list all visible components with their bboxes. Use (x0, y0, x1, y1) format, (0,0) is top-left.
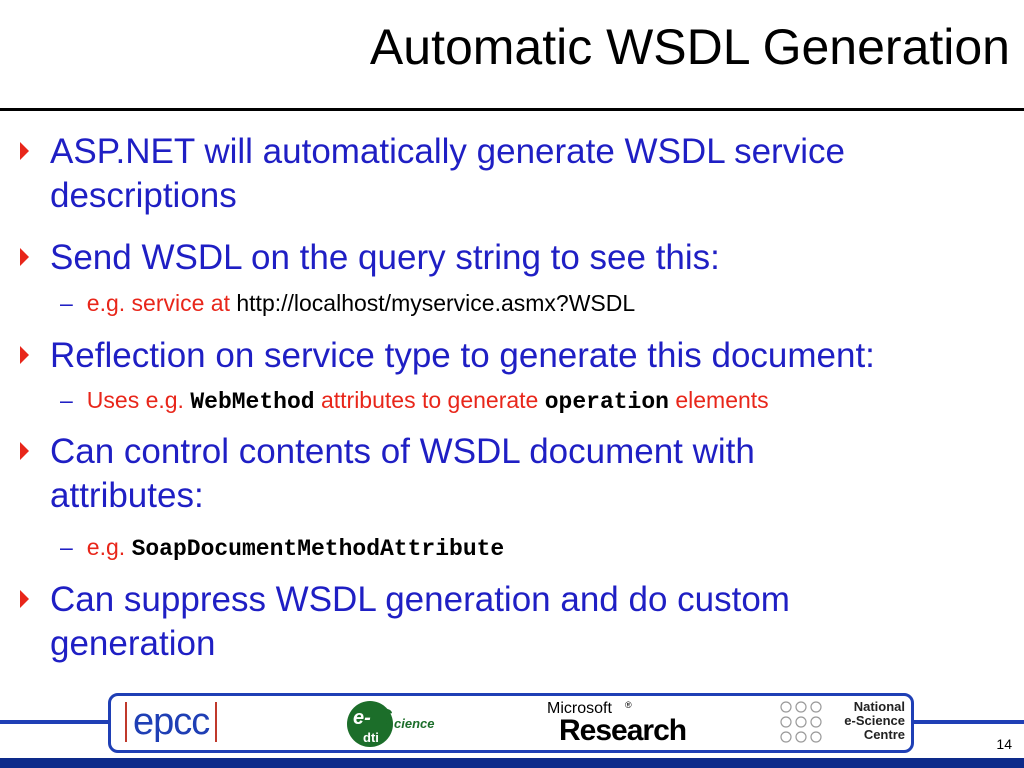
nesc-text: National e-Science Centre (827, 700, 905, 742)
bullet-arrow-icon (20, 142, 29, 160)
sub-dash: – (60, 290, 73, 316)
sub-bullet-2-prefix: e.g. service at (86, 290, 237, 316)
escience-s: S (375, 703, 393, 733)
nesc-logo: National e-Science Centre (779, 700, 909, 746)
registered-mark: ® (625, 700, 632, 710)
bullet-1: ASP.NET will automatically generate WSDL… (20, 130, 980, 218)
microsoft-text: Microsoft (547, 700, 612, 717)
sub-bullet-4-prefix: e.g. (86, 534, 132, 560)
epcc-logo: epcc (125, 701, 218, 743)
bullet-5: Can suppress WSDL generation and do cust… (20, 578, 920, 666)
escience-logo: e- S cience dti (343, 699, 453, 749)
webmethod-code: WebMethod (190, 389, 315, 415)
bullet-2-text: Send WSDL on the query string to see thi… (50, 238, 720, 277)
wsdl-url-link[interactable]: http://localhost/myservice.asmx?WSDL (236, 290, 636, 316)
bullet-3: Reflection on service type to generate t… (20, 334, 1000, 378)
sub-bullet-2: –e.g. service at http://localhost/myserv… (60, 288, 635, 318)
bullet-arrow-icon (20, 590, 29, 608)
bullet-5-text: Can suppress WSDL generation and do cust… (50, 580, 790, 663)
logo-strip: epcc e- S cience dti Microsoft ® Researc… (108, 693, 914, 753)
sub-bullet-3-suffix: elements (668, 387, 769, 413)
nesc-line-2: e-Science (844, 713, 905, 728)
sub-bullet-4: –e.g. SoapDocumentMethodAttribute (60, 532, 504, 564)
epcc-logo-text: epcc (133, 701, 210, 743)
nesc-line-3: Centre (863, 727, 905, 742)
bullet-1-text: ASP.NET will automatically generate WSDL… (50, 132, 845, 215)
bullet-2: Send WSDL on the query string to see thi… (20, 236, 980, 280)
soap-attribute-code: SoapDocumentMethodAttribute (131, 536, 505, 562)
bullet-4-text: Can control contents of WSDL document wi… (50, 432, 755, 515)
escience-globe-icon (347, 701, 393, 747)
sub-dash: – (60, 387, 73, 413)
bullet-arrow-icon (20, 442, 29, 460)
research-text: Research (559, 714, 687, 747)
title-divider (0, 108, 1024, 111)
sub-dash: – (60, 534, 73, 560)
bullet-arrow-icon (20, 248, 29, 266)
nesc-line-1: National (853, 699, 905, 714)
operation-code: operation (544, 389, 669, 415)
bullet-4: Can control contents of WSDL document wi… (20, 430, 880, 518)
escience-cience: cience (394, 716, 435, 731)
bullet-3-text: Reflection on service type to generate t… (50, 336, 875, 375)
escience-dti: dti (363, 730, 379, 745)
microsoft-research-logo: Microsoft ® Research (539, 700, 729, 750)
sub-bullet-3-prefix: Uses e.g. (86, 387, 191, 413)
nesc-circles-icon (780, 701, 822, 743)
escience-e: e- (353, 707, 371, 729)
bullet-arrow-icon (20, 346, 29, 364)
page-number: 14 (996, 736, 1012, 752)
sub-bullet-3: –Uses e.g. WebMethod attributes to gener… (60, 385, 769, 417)
sub-bullet-3-middle: attributes to generate (314, 387, 545, 413)
footer-bar (0, 758, 1024, 768)
slide-title: Automatic WSDL Generation (369, 19, 1010, 75)
